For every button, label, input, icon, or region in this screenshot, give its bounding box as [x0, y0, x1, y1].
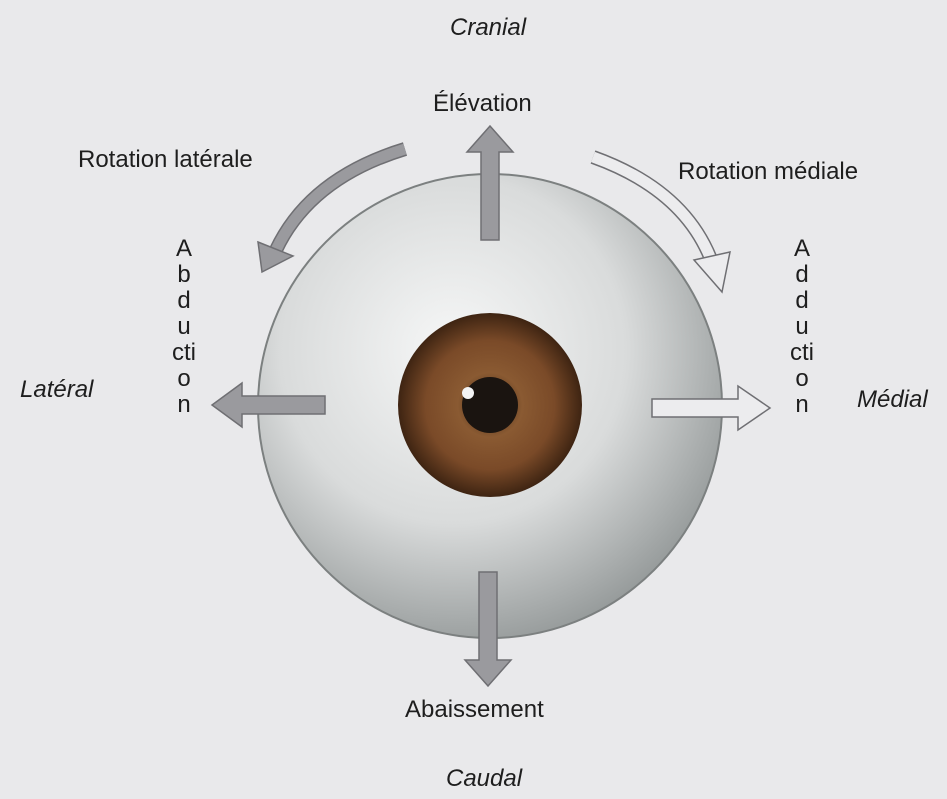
abduction-label: Abduction [172, 236, 196, 418]
medial-label: Médial [857, 386, 928, 414]
abaissement-label: Abaissement [405, 696, 544, 724]
rotation-mediale-arrowhead [694, 252, 730, 292]
caudal-label: Caudal [446, 765, 522, 793]
pupil-highlight [462, 387, 474, 399]
rotation-mediale-label: Rotation médiale [678, 158, 858, 186]
pupil [462, 377, 518, 433]
cranial-label: Cranial [450, 14, 526, 42]
elevation-label: Élévation [433, 90, 532, 118]
adduction-label: Adduction [790, 236, 814, 418]
rotation-laterale-label: Rotation latérale [78, 146, 253, 174]
lateral-label: Latéral [20, 376, 93, 404]
